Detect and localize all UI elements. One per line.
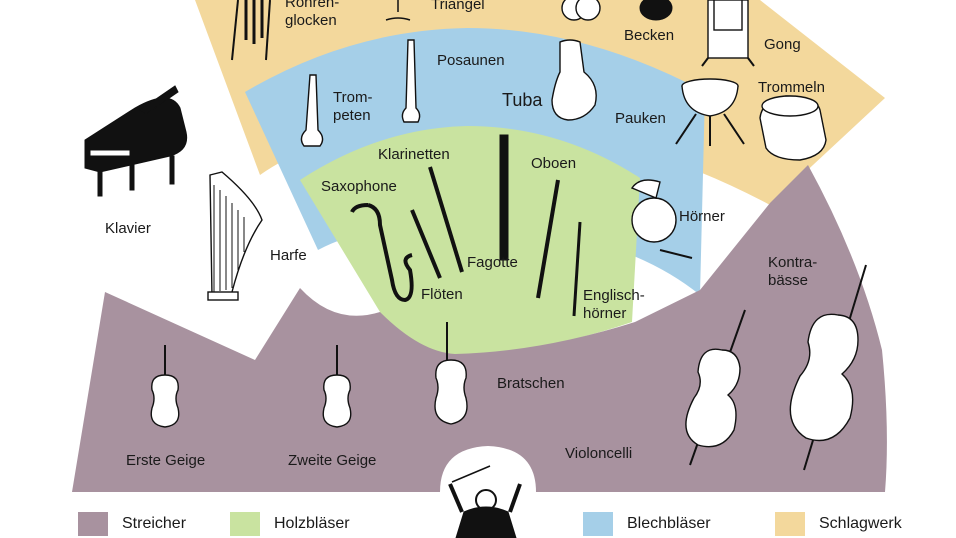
- label-trommeln: Trommeln: [758, 79, 825, 96]
- label-fagotte: Fagotte: [467, 254, 518, 271]
- double-bass-icon: [789, 264, 867, 471]
- label-floeten: Flöten: [421, 286, 463, 303]
- cello-icon: [685, 309, 746, 466]
- legend-label-woodwinds: Holzbläser: [274, 515, 350, 532]
- conductor-podium: [440, 446, 536, 492]
- oboe-icon: [536, 179, 560, 299]
- legend-item-brass: Blechbläser: [583, 510, 711, 538]
- tubular-bells-icon: [231, 0, 271, 61]
- legend-swatch-strings: [78, 512, 108, 536]
- legend-item-strings: Streicher: [78, 510, 186, 538]
- label-kontrabaesse: Kontra- bässe: [768, 254, 818, 289]
- strings-section: [72, 165, 887, 492]
- woodwind-section: [300, 126, 640, 355]
- legend-label-percussion: Schlagwerk: [819, 515, 902, 532]
- label-saxophone: Saxophone: [321, 178, 397, 195]
- second-violin-icon: [322, 345, 352, 428]
- conductor-icon: [448, 465, 522, 538]
- label-becken: Becken: [624, 27, 675, 44]
- triangle-icon: [385, 0, 411, 21]
- label-gong: Gong: [764, 36, 801, 53]
- timpani-icon: [675, 78, 745, 146]
- label-pauken: Pauken: [615, 110, 666, 127]
- label-englischhoerner: Englisch- hörner: [583, 287, 645, 322]
- label-violoncelli: Violoncelli: [565, 445, 633, 462]
- label-triangel: Triangel: [431, 0, 485, 13]
- english-horn-icon: [572, 221, 582, 317]
- label-trompeten: Trom- peten: [333, 89, 373, 124]
- legend-swatch-brass: [583, 512, 613, 536]
- trombone-icon: [401, 39, 421, 123]
- label-erste-geige: Erste Geige: [126, 452, 206, 469]
- legend-label-brass: Blechbläser: [627, 515, 711, 532]
- trumpet-icon: [300, 74, 324, 147]
- label-klarinetten: Klarinetten: [378, 146, 450, 163]
- label-roehrenglocken: Röhren- glocken: [285, 0, 340, 29]
- label-tuba: Tuba: [502, 90, 543, 110]
- bassoon-icon: [499, 134, 509, 261]
- label-bratschen: Bratschen: [497, 375, 565, 392]
- tuba-icon: [551, 39, 597, 121]
- label-zweite-geige: Zweite Geige: [288, 452, 377, 469]
- cymbals-icon: [561, 0, 601, 21]
- piano-icon: [84, 85, 188, 197]
- harp-icon: [207, 171, 263, 301]
- saxophone-icon: [350, 203, 414, 303]
- label-klavier: Klavier: [105, 220, 151, 237]
- legend-swatch-percussion: [775, 512, 805, 536]
- drum-icon: [759, 95, 827, 161]
- label-oboen: Oboen: [531, 155, 577, 172]
- label-posaunen: Posaunen: [437, 52, 505, 69]
- legend-item-woodwinds: Holzbläser: [230, 510, 350, 538]
- horn-icon: [630, 179, 693, 259]
- first-violin-icon: [150, 345, 180, 428]
- clarinet-icon: [428, 166, 464, 273]
- label-hoerner: Hörner: [679, 208, 725, 225]
- label-harfe: Harfe: [270, 247, 307, 264]
- flute-icon: [410, 209, 442, 279]
- cymbal-icon: [639, 0, 673, 21]
- legend-swatch-woodwinds: [230, 512, 260, 536]
- legend-label-strings: Streicher: [122, 515, 187, 532]
- legend-item-percussion: Schlagwerk: [775, 510, 902, 538]
- viola-icon: [434, 322, 468, 425]
- gong-icon: [701, 0, 755, 67]
